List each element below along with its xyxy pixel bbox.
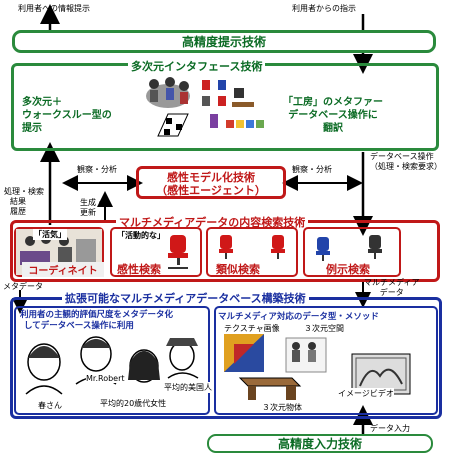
- walkthrough-line-3: 提示: [22, 123, 42, 134]
- high-precision-input-box: 高精度入力技術: [207, 434, 433, 453]
- db-operation-label: データベース操作 （処理・検索要求）: [370, 152, 442, 172]
- database-title: 拡張可能なマルチメディアデータベース構築技術: [62, 290, 309, 306]
- metaphor-line-1: 「工房」のメタファー: [283, 97, 383, 108]
- person-haru: 春さん: [38, 400, 62, 411]
- multimedia-line-1: マルチメディア: [364, 278, 420, 287]
- multimedia-data-label: マルチメディア データ: [364, 278, 419, 298]
- subjective-desc-line-2: してデータベース操作に利用: [24, 321, 134, 331]
- multimedia-types-illustration: [224, 334, 411, 400]
- history-line-3: 履歴: [10, 207, 26, 216]
- walkthrough-line-2: ウォークスルー型の: [22, 110, 112, 121]
- multimedia-line-2: データ: [379, 288, 404, 297]
- kansei-search-label: 感性検索: [117, 263, 161, 276]
- update-line: 更新: [80, 208, 96, 217]
- person-average-woman: 平均的20歳代女性: [100, 398, 167, 409]
- history-line-2: 結果: [10, 197, 26, 206]
- content-search-title: マルチメディアデータの内容検索技術: [116, 214, 309, 230]
- kansei-agent-subtitle: （感性エージェント）: [156, 184, 266, 197]
- history-line-1: 処理・検索: [4, 187, 44, 196]
- blue-chairs-icon: [316, 235, 382, 261]
- workshop-illustration: [146, 77, 264, 137]
- data-input-label: データ入力: [370, 424, 410, 433]
- kansei-model-title: 感性モデル化技術: [167, 171, 255, 184]
- kansei-model-box: 感性モデル化技術 （感性エージェント）: [136, 166, 286, 199]
- db-operation-line-1: データベース操作: [370, 152, 434, 161]
- subjective-desc-line-1: 利用者の主観的評価尺度をメタデータ化: [20, 310, 174, 320]
- kansei-tag: 「活動的な」: [117, 231, 165, 240]
- red-chairs-icon: [219, 235, 285, 259]
- person-robert: Mr.Robert: [86, 374, 125, 383]
- workshop-metaphor-text: 「工房」のメタファー データベース操作に 翻訳: [283, 96, 383, 135]
- high-precision-presentation-box: 高精度提示技術: [12, 30, 436, 53]
- caption-instruction-from-user: 利用者からの指示: [292, 4, 356, 13]
- db-operation-line-2: （処理・検索要求）: [370, 162, 442, 171]
- walkthrough-line-1: 多次元＋: [22, 97, 62, 108]
- coordinate-label: コーディネイト: [22, 262, 104, 277]
- multimedia-types-title: マルチメディア対応のデータ型・メソッド: [218, 312, 379, 322]
- high-precision-input-title: 高精度入力技術: [277, 437, 362, 451]
- history-label: 処理・検索 結果 履歴: [4, 187, 44, 217]
- object3d-label: ３次元物体: [262, 402, 302, 413]
- metadata-label: メタデータ: [3, 282, 43, 291]
- texture-label: テクスチャ画像: [224, 324, 280, 333]
- image-video-label: イメージビデオ: [338, 388, 394, 399]
- people-illustration: [25, 336, 199, 395]
- subjective-metadata-box: [14, 306, 210, 415]
- observe-analyze-left: 観察・分析: [77, 165, 117, 174]
- example-search-label: 例示検索: [326, 263, 370, 276]
- subjective-metadata-desc: 利用者の主観的評価尺度をメタデータ化 してデータベース操作に利用: [20, 310, 173, 332]
- example-search-box: [303, 227, 401, 277]
- generate-line: 生成・: [80, 198, 104, 207]
- red-chair-icon: [168, 235, 188, 269]
- walkthrough-text: 多次元＋ ウォークスルー型の 提示: [22, 96, 112, 135]
- observe-analyze-right: 観察・分析: [292, 165, 332, 174]
- metaphor-line-3: 翻訳: [323, 123, 343, 134]
- space3d-label: ３次元空間: [304, 324, 344, 333]
- high-precision-presentation-title: 高精度提示技術: [181, 35, 266, 49]
- generate-update-label: 生成・ 更新: [80, 198, 104, 218]
- multimedia-types-box: [214, 306, 438, 415]
- similar-search-label: 類似検索: [216, 263, 260, 276]
- interface-title: 多次元インタフェース技術: [128, 58, 266, 74]
- person-average-american: 平均的美国人: [164, 382, 212, 393]
- similar-search-box: [206, 227, 298, 277]
- metaphor-line-2: データベース操作に: [288, 110, 378, 121]
- kansei-search-box: [110, 227, 202, 277]
- coordinate-tag: 「活気」: [33, 229, 67, 240]
